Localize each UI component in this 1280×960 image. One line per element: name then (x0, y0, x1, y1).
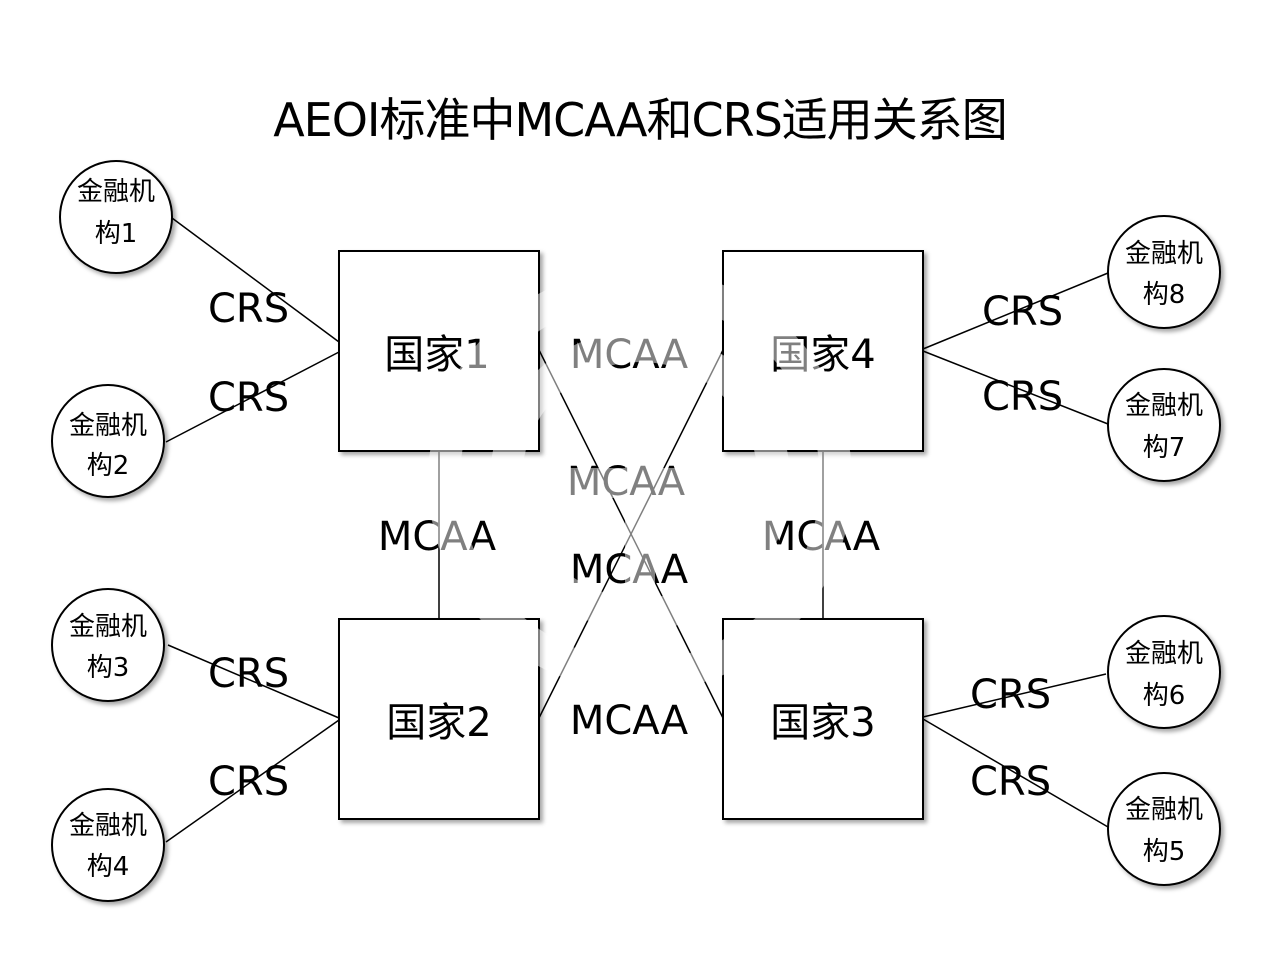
institution-label-6-line1: 金融机 (1125, 639, 1203, 669)
country-label-2: 国家2 (386, 700, 491, 746)
crs-label-f1: CRS (208, 286, 289, 332)
institution-label-1-line2: 构1 (95, 219, 138, 249)
diagram-title: AEOI标准中MCAA和CRS适用关系图 (273, 93, 1008, 147)
institution-node-5[interactable]: 金融机 构5 (1107, 772, 1221, 886)
crs-edge-c4-f7 (922, 350, 1109, 425)
crs-label-f2: CRS (208, 375, 289, 421)
institution-node-1[interactable]: 金融机 构1 (59, 160, 173, 274)
country-label-3: 国家3 (770, 700, 875, 746)
crs-label-f6: CRS (970, 672, 1051, 718)
country-box-3[interactable]: 国家3 (722, 618, 924, 820)
crs-label-f3: CRS (208, 651, 289, 697)
institution-node-8[interactable]: 金融机 构8 (1107, 215, 1221, 329)
crs-label-f7: CRS (982, 374, 1063, 420)
institution-label-5-line2: 构5 (1143, 837, 1186, 867)
institution-node-7[interactable]: 金融机 构7 (1107, 368, 1221, 482)
crs-edge-c3-f6 (922, 673, 1107, 718)
institution-node-4[interactable]: 金融机 构4 (51, 788, 165, 902)
institution-label-8-line1: 金融机 (1125, 239, 1203, 269)
institution-label-4-line2: 构4 (87, 852, 130, 882)
institution-label-5-line1: 金融机 (1125, 795, 1203, 825)
institution-label-6-line2: 构6 (1143, 681, 1186, 711)
institution-label-8-line2: 构8 (1143, 280, 1186, 310)
crs-label-f8: CRS (982, 289, 1063, 335)
institution-label-3-line2: 构3 (87, 653, 130, 683)
crs-label-f5: CRS (970, 759, 1051, 805)
crs-edge-f3-c2 (167, 644, 340, 719)
crs-edge-c4-f8 (922, 272, 1109, 350)
watermark-logo-icon (428, 268, 853, 693)
institution-label-2-line1: 金融机 (69, 411, 147, 441)
institution-label-4-line1: 金融机 (69, 811, 147, 841)
institution-node-6[interactable]: 金融机 构6 (1107, 615, 1221, 729)
mcaa-label-c2-c3: MCAA (570, 698, 689, 744)
institution-label-1-line1: 金融机 (77, 177, 155, 207)
crs-edge-c3-f5 (922, 718, 1109, 828)
institution-label-3-line1: 金融机 (69, 612, 147, 642)
institution-node-2[interactable]: 金融机 构2 (51, 384, 165, 498)
institution-label-7-line2: 构7 (1143, 433, 1186, 463)
institution-label-2-line2: 构2 (87, 451, 130, 481)
crs-edge-f2-c1 (165, 351, 340, 443)
institution-label-7-line1: 金融机 (1125, 391, 1203, 421)
country-box-2[interactable]: 国家2 (338, 618, 540, 820)
institution-node-3[interactable]: 金融机 构3 (51, 588, 165, 702)
crs-edge-f4-c2 (165, 719, 340, 843)
crs-edge-f1-c1 (171, 217, 340, 343)
crs-label-f4: CRS (208, 759, 289, 805)
